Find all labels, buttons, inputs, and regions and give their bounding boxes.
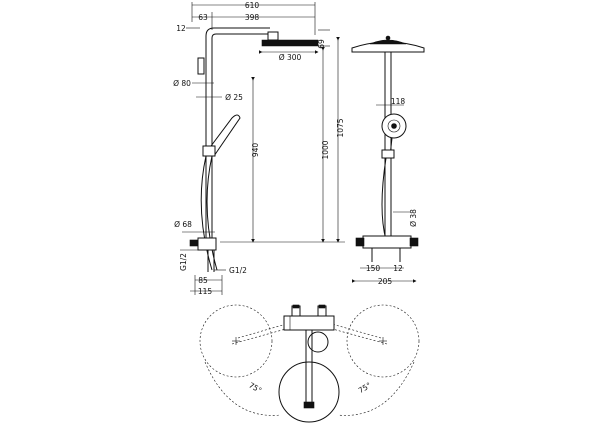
overhead-circle	[278, 361, 340, 423]
left-swing-circle	[199, 304, 273, 378]
overhead-shower-head	[261, 39, 319, 47]
dimension-diameter-38: Ø 38	[409, 209, 418, 227]
dimension-205: 205	[378, 277, 393, 286]
dimension-diameter-80: Ø 80	[173, 79, 191, 88]
dimension-g12-right: G1/2	[229, 266, 247, 275]
dimension-g12-left: G1/2	[179, 253, 188, 271]
dimension-1075: 1075	[336, 118, 345, 137]
dimension-150: 150	[366, 264, 381, 273]
right-swing-circle	[346, 304, 420, 378]
plan-view: 75° 75°	[199, 304, 420, 423]
dimension-115: 115	[198, 287, 213, 296]
riser-pipe	[205, 27, 270, 72]
dimension-940: 940	[251, 143, 260, 158]
dimension-12: 12	[176, 24, 186, 33]
dimension-610: 610	[245, 1, 260, 10]
dimension-69: 69	[317, 39, 326, 49]
angle-right: 75°	[357, 380, 373, 395]
dimension-63: 63	[198, 13, 208, 22]
side-view: 118 Ø 38 150 12 205	[351, 35, 425, 286]
dimension-1000: 1000	[321, 140, 330, 159]
hand-shower	[207, 114, 241, 157]
dimension-12-bottom: 12	[393, 264, 403, 273]
dimension-diameter-25: Ø 25	[225, 93, 243, 102]
shower-hose	[200, 155, 213, 271]
thermostat-mixer	[197, 237, 217, 251]
dimension-85: 85	[198, 276, 208, 285]
plan-thermostat	[283, 315, 335, 331]
dimension-diameter-300: Ø 300	[279, 53, 302, 62]
dimension-118: 118	[391, 97, 406, 106]
front-view: 610 63 398 12 69 Ø 300 Ø 80 Ø 25	[173, 1, 345, 296]
dimension-398: 398	[245, 13, 260, 22]
side-thermostat	[362, 235, 412, 249]
dimension-diameter-68: Ø 68	[174, 220, 192, 229]
angle-left: 75°	[247, 381, 263, 396]
